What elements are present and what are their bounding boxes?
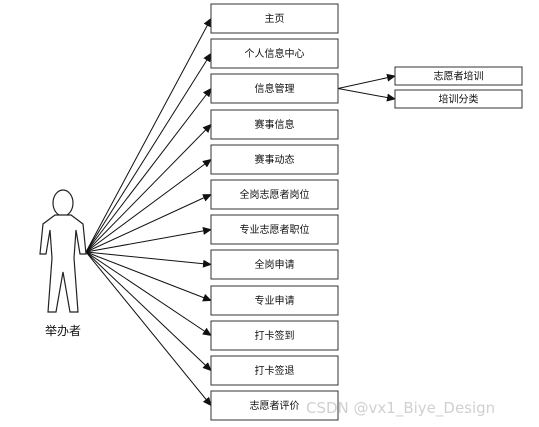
function-box-f6-label: 全岗志愿者岗位 xyxy=(240,188,310,201)
function-box-f2-label: 个人信息中心 xyxy=(245,47,305,60)
sub-function-box-s2-border xyxy=(394,89,523,109)
function-box-f12-label: 志愿者评价 xyxy=(250,399,300,412)
edge-f3-to-s2 xyxy=(337,88,396,102)
sub-function-box-s1-border xyxy=(394,66,523,86)
edge-actor-to-f11 xyxy=(85,251,212,372)
function-box-f2: 个人信息中心 xyxy=(210,38,339,69)
function-box-f5: 赛事动态 xyxy=(210,144,339,175)
function-boxes: 主页个人信息中心信息管理赛事信息赛事动态全岗志愿者岗位专业志愿者职位全岗申请专业… xyxy=(210,3,339,421)
edge-actor-to-f6 xyxy=(85,194,212,253)
edge-actor-to-f12 xyxy=(85,251,212,407)
edge-actor-to-f1 xyxy=(85,17,212,253)
function-box-f6-border xyxy=(210,179,339,210)
function-box-f7-label: 专业志愿者职位 xyxy=(240,223,310,236)
actor-label: 举办者 xyxy=(45,323,81,338)
function-box-f8-label: 全岗申请 xyxy=(255,258,295,271)
function-box-f10-border xyxy=(210,320,339,351)
function-box-f3-label: 信息管理 xyxy=(255,82,295,95)
function-box-f4: 赛事信息 xyxy=(210,109,339,140)
function-box-f1-border xyxy=(210,3,339,34)
function-box-f12-border xyxy=(210,390,339,421)
connection-lines xyxy=(85,17,396,407)
edge-actor-to-f3 xyxy=(85,87,212,253)
function-box-f7-border xyxy=(210,214,339,245)
function-box-f4-label: 赛事信息 xyxy=(255,118,295,131)
actor-figure: 举办者 xyxy=(39,189,87,338)
function-box-f1-label: 主页 xyxy=(265,13,285,25)
function-box-f2-border xyxy=(210,38,339,69)
edge-actor-to-f7 xyxy=(85,226,212,253)
function-box-f10: 打卡签到 xyxy=(210,320,339,351)
function-box-f9: 专业申请 xyxy=(210,285,339,316)
function-box-f11-border xyxy=(210,355,339,386)
function-box-f3: 信息管理 xyxy=(210,73,339,104)
function-box-f4-border xyxy=(210,109,339,140)
sub-function-box-s1-label: 志愿者培训 xyxy=(434,70,484,83)
sub-function-box-s1: 志愿者培训 xyxy=(394,66,523,86)
function-box-f5-label: 赛事动态 xyxy=(255,153,295,166)
edge-f3-to-s1 xyxy=(337,73,396,89)
function-box-f8: 全岗申请 xyxy=(210,249,339,280)
function-box-f6: 全岗志愿者岗位 xyxy=(210,179,339,210)
actor-body xyxy=(39,214,87,313)
edge-actor-to-f9 xyxy=(85,251,212,302)
function-box-f1: 主页 xyxy=(210,3,339,34)
function-box-f7: 专业志愿者职位 xyxy=(210,214,339,245)
edge-actor-to-f5 xyxy=(85,158,212,253)
function-box-f12: 志愿者评价 xyxy=(210,390,339,421)
edge-actor-to-f2 xyxy=(85,52,212,253)
sub-function-box-s2-label: 培训分类 xyxy=(439,93,479,106)
function-box-f5-border xyxy=(210,144,339,175)
function-box-f3-border xyxy=(210,73,339,104)
function-box-f9-border xyxy=(210,285,339,316)
function-box-f8-border xyxy=(210,249,339,280)
function-box-f11: 打卡签退 xyxy=(210,355,339,386)
function-box-f9-label: 专业申请 xyxy=(255,294,295,307)
function-box-f11-label: 打卡签退 xyxy=(255,364,295,377)
watermark-text: CSDN @vx1_Biye_Design xyxy=(306,399,495,418)
edge-actor-to-f8 xyxy=(85,251,212,268)
actor-head xyxy=(52,189,74,217)
edge-actor-to-f10 xyxy=(85,251,212,337)
sub-function-box-s2: 培训分类 xyxy=(394,89,523,109)
edge-actor-to-f4 xyxy=(85,123,212,253)
function-box-f10-label: 打卡签到 xyxy=(255,329,295,342)
